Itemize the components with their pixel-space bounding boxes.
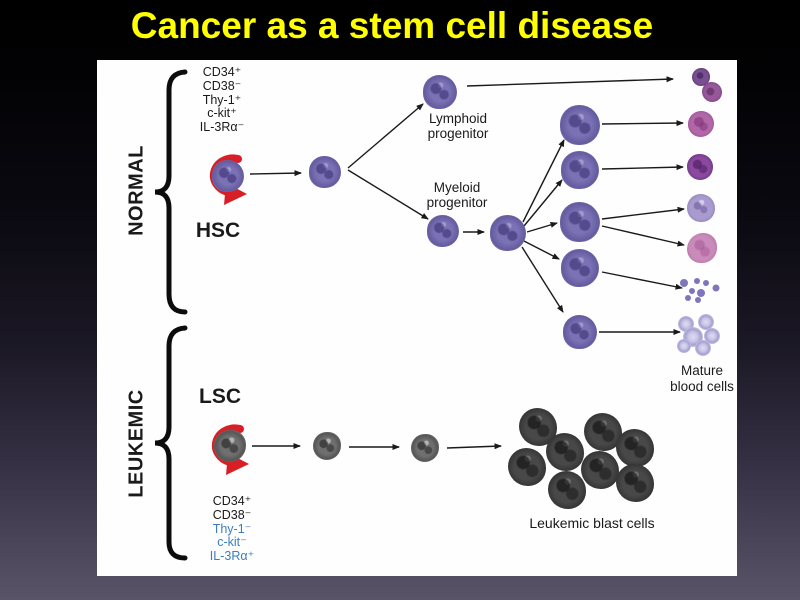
red-blood-cells-cluster	[677, 314, 720, 356]
differentiation-arrows	[249, 76, 685, 450]
marker-line: CD34⁺	[202, 65, 242, 79]
hsc-label: HSC	[195, 219, 241, 242]
normal-brace	[154, 69, 188, 315]
marker-line: Thy-1⁻	[212, 521, 252, 536]
marker-line: CD38⁻	[202, 78, 242, 93]
blast-cell	[616, 429, 654, 467]
diagram-graphics	[154, 69, 720, 561]
normal-section-label: NORMAL	[125, 145, 148, 236]
arrow-mature-3a	[601, 206, 685, 220]
blast-cell	[584, 413, 622, 451]
platelets-cluster	[680, 278, 720, 303]
arrow-to-lymphoid	[347, 103, 424, 169]
blast-cell	[581, 451, 619, 489]
marker-line: CD38⁻	[212, 507, 252, 522]
arrow-mature-platelets	[601, 271, 683, 290]
mature-cell-monocyte	[688, 111, 714, 137]
arrow-mature-3b	[601, 225, 685, 247]
arrow-lymphoid-to-mature	[466, 76, 674, 87]
arrow-hsc-to-progenitor	[249, 170, 302, 177]
lsc-label: LSC	[199, 385, 241, 408]
marker-line: c-kit⁺	[207, 106, 237, 121]
arrow-fan-4	[523, 240, 560, 260]
marker-line: IL-3Rα⁺	[209, 549, 255, 564]
mature-cell-eosinophil	[687, 233, 717, 263]
multipotent-progenitor-cell	[309, 156, 341, 188]
myeloid-progenitor-label: Myeloid progenitor	[426, 180, 488, 210]
blast-cell	[616, 464, 654, 502]
myeloid-progenitor-cell	[427, 215, 459, 247]
arrow-lsc-3	[446, 443, 502, 450]
precursor-cell-1	[560, 105, 600, 145]
hsc-markers-list: CD34⁺ CD38⁻ Thy-1⁺ c-kit⁺ IL-3Rα⁻	[172, 65, 272, 135]
precursor-cell-3	[560, 202, 600, 242]
leukemic-brace	[154, 325, 188, 561]
lsc-cell	[214, 430, 246, 462]
precursor-cell-5	[563, 315, 597, 349]
precursor-cell-4	[561, 249, 599, 287]
leukemic-progenitor-cell-1	[313, 432, 341, 460]
arrow-to-myeloid	[347, 169, 429, 220]
blast-cell	[508, 448, 546, 486]
marker-line: CD34⁺	[212, 494, 252, 508]
lymphoid-progenitor-cell	[423, 75, 457, 109]
mature-lymphocyte-cell-1	[692, 68, 710, 86]
arrow-fan-1	[522, 139, 565, 223]
mature-cell-basophil	[687, 154, 713, 180]
lymphoid-progenitor-label: Lymphoid progenitor	[427, 111, 489, 141]
leukemic-blast-cells-label: Leukemic blast cells	[529, 515, 655, 531]
mature-blood-cells-label: Mature blood cells	[670, 363, 734, 394]
blast-cell	[548, 471, 586, 509]
arrow-fan-3	[526, 221, 558, 233]
diagram-panel: CD34⁺ CD38⁻ Thy-1⁺ c-kit⁺ IL-3Rα⁻ NORMAL…	[97, 60, 737, 576]
mature-cell-neutrophil	[687, 194, 715, 222]
leukemic-progenitor-cell-2	[411, 434, 439, 462]
arrow-fan-5	[521, 246, 564, 313]
lsc-markers-list: CD34⁺ CD38⁻ Thy-1⁻ c-kit⁻ IL-3Rα⁺	[182, 494, 282, 564]
precursor-cell-2	[561, 151, 599, 189]
slide-title: Cancer as a stem cell disease	[130, 5, 654, 46]
marker-line: IL-3Rα⁻	[199, 120, 245, 135]
arrow-mature-1	[601, 120, 684, 127]
leukemic-section-label: LEUKEMIC	[125, 389, 148, 498]
mature-lymphocyte-cell-2	[702, 82, 722, 102]
marker-line: c-kit⁻	[217, 535, 247, 550]
arrow-fan-2	[523, 179, 563, 227]
myeloid-hub-cell	[490, 215, 526, 251]
hsc-cell	[212, 160, 244, 192]
arrow-mature-2	[601, 164, 684, 171]
blast-cell	[546, 433, 584, 471]
marker-line: Thy-1⁺	[202, 92, 242, 107]
